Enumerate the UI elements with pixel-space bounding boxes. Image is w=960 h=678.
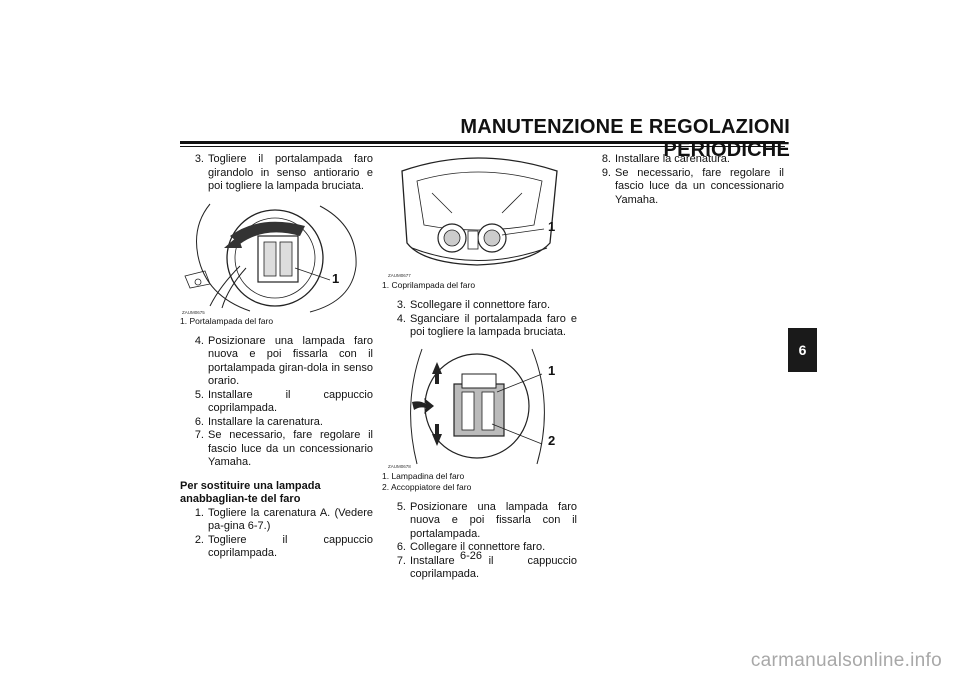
watermark: carmanualsonline.info [750, 650, 942, 671]
step-5-install-bulb: 5. Posizionare una lampada faro nuova e … [396, 500, 577, 540]
headlight-cover-illustration [401, 157, 558, 266]
step-4-unhook-holder: 4. Sganciare il portalampada faro e poi … [396, 312, 577, 339]
bulb-coupler-illustration [410, 348, 545, 464]
column-3: 8. Installare la carenatura. 9. Se neces… [587, 153, 784, 207]
column-1: 3. Togliere il portalampada faro girando… [180, 153, 373, 561]
column-2: ZAUM0677 1 1. Coprilampada del faro 3. S… [382, 153, 577, 582]
figure-code: ZAUM0675 [182, 309, 205, 315]
figure-code: ZAUM0677 [388, 273, 411, 278]
figure-code: ZAUM0678 [388, 463, 411, 469]
figure-caption: 1. Coprilampada del faro [382, 280, 476, 290]
step-text: Togliere il portalampada faro girandolo … [208, 153, 373, 192]
step-5-install-cap: 5. Installare il cappuccio coprilampada. [194, 388, 373, 415]
step-3-remove-holder: 3. Togliere il portalampada faro girando… [180, 153, 373, 194]
step-4-install-bulb: 4. Posizionare una lampada faro nuova e … [194, 334, 373, 388]
step-9-adjust-beam: 9. Se necessario, fare regolare il fasci… [601, 166, 784, 206]
callout-1: 1 [332, 270, 340, 286]
headlight-holder-illustration [184, 203, 357, 312]
callout-1: 1 [548, 219, 556, 234]
callout-1: 1 [548, 362, 556, 378]
step-6-connect-coupler: 6. Collegare il connettore faro. [396, 541, 546, 553]
step-6-install-cowling: 6. Installare la carenatura. [194, 415, 323, 428]
figure-caption-1: 1. Lampadina del faro [382, 470, 465, 481]
figure-headlight-cover: ZAUM0677 1 [382, 153, 577, 278]
callout-2: 2 [548, 432, 556, 448]
step-1-remove-cowling: 1. Togliere la carenatura A. (Vedere pa-… [194, 506, 373, 533]
figure-bulb-coupler: ZAUM0678 1 2 [382, 344, 577, 469]
page-title: MANUTENZIONE E REGOLAZIONI PERIODICHE [460, 116, 790, 161]
page-number: 6-26 [460, 550, 483, 562]
step-8-install-cowling: 8. Installare la carenatura. [601, 153, 730, 165]
figure-caption: 1. Portalampada del faro [180, 315, 274, 326]
step-3-disconnect-coupler: 3. Scollegare il connettore faro. [396, 299, 551, 311]
step-number: 3. [194, 153, 204, 165]
step-7-adjust-beam: 7. Se necessario, fare regolare il fasci… [194, 429, 373, 468]
figure-headlight-holder: ZAUM0675 1 [180, 196, 373, 316]
section-heading-low-beam: Per sostituire una lampada anabbaglian-t… [180, 479, 321, 506]
step-7-install-cap: 7. Installare il cappuccio coprilampada. [396, 554, 577, 581]
header-rule-thick [180, 141, 785, 144]
header-rule-thin [180, 146, 785, 147]
figure-caption-2: 2. Accoppiatore del faro [382, 481, 472, 492]
step-2-remove-cap: 2. Togliere il cappuccio coprilampada. [194, 533, 373, 560]
chapter-tab: 6 [788, 328, 817, 372]
